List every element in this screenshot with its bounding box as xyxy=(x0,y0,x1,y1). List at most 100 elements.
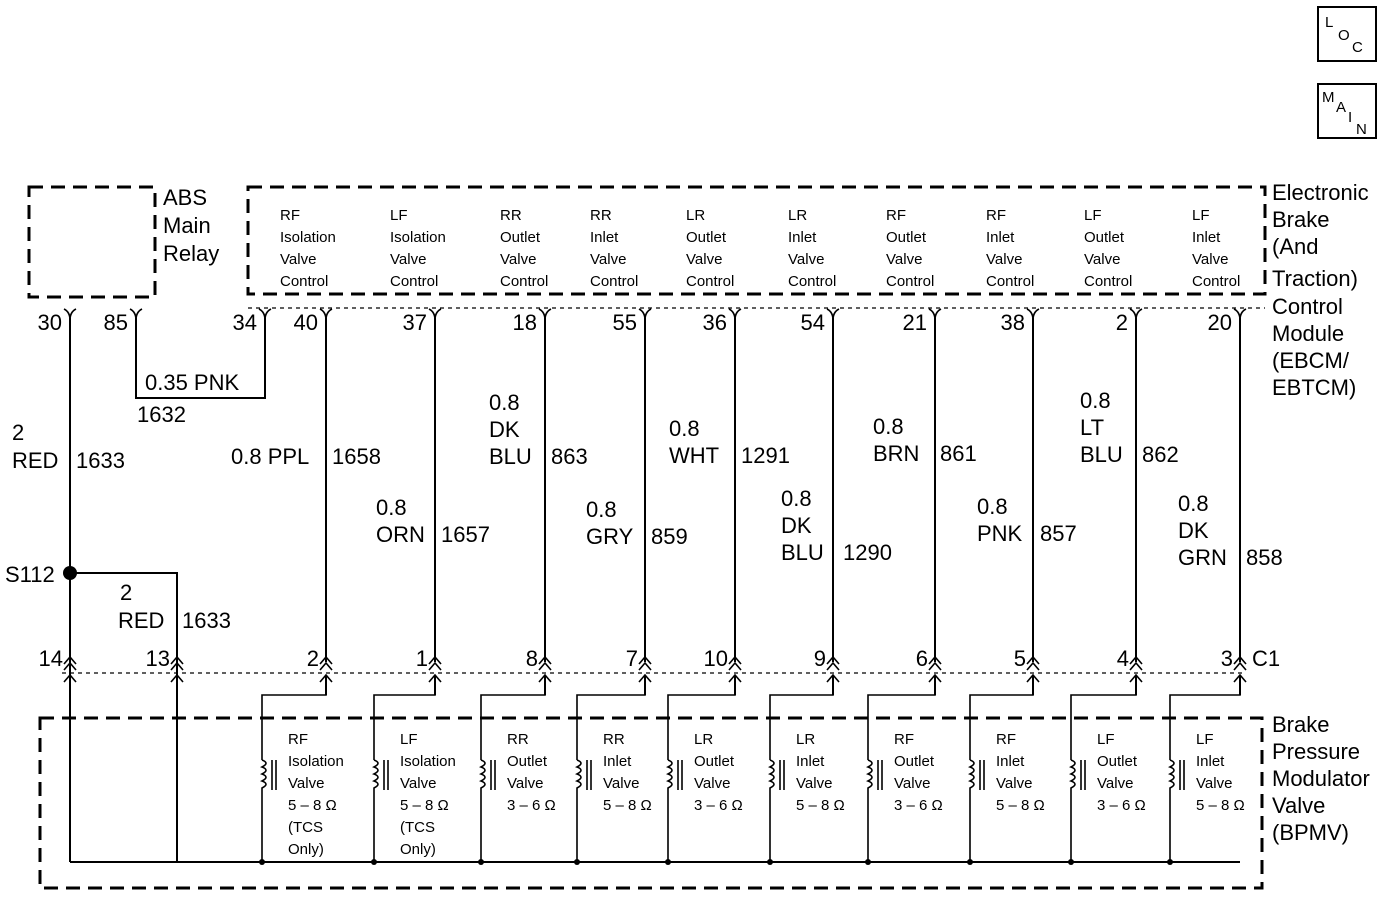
svg-text:Electronic: Electronic xyxy=(1272,180,1369,205)
pin-mark xyxy=(638,655,652,671)
svg-text:1633: 1633 xyxy=(182,608,231,633)
control-labels: RFIsolationValveControlLFIsolationValveC… xyxy=(280,207,1240,290)
svg-text:M: M xyxy=(1322,89,1335,106)
solenoid-label-line: Valve xyxy=(288,775,324,792)
control-label-line: Outlet xyxy=(500,229,541,246)
top-pin-number: 37 xyxy=(403,310,427,335)
svg-text:RED: RED xyxy=(12,448,58,473)
solenoid-label-line: Outlet xyxy=(894,753,935,770)
control-label-line: Valve xyxy=(886,251,922,268)
svg-text:I: I xyxy=(1348,109,1352,126)
top-pin-number: 30 xyxy=(38,310,62,335)
control-label-line: RF xyxy=(280,207,300,224)
solenoid-label-line: Inlet xyxy=(603,753,632,770)
solenoid-label-line: Inlet xyxy=(996,753,1025,770)
svg-text:0.8: 0.8 xyxy=(977,494,1008,519)
svg-text:0.8: 0.8 xyxy=(376,495,407,520)
coil-icon xyxy=(968,759,975,862)
pin-mark xyxy=(63,655,77,671)
solenoid-label-line: RR xyxy=(603,731,625,748)
control-label-line: Control xyxy=(1084,273,1132,290)
control-label-line: Control xyxy=(788,273,836,290)
bottom-pin-number: 5 xyxy=(1014,646,1026,671)
svg-text:Traction): Traction) xyxy=(1272,266,1358,291)
control-label-line: RF xyxy=(986,207,1006,224)
control-label-line: LF xyxy=(390,207,408,224)
control-label-line: Valve xyxy=(280,251,316,268)
svg-text:(BPMV): (BPMV) xyxy=(1272,820,1349,845)
control-label-line: Isolation xyxy=(280,229,336,246)
svg-text:858: 858 xyxy=(1246,545,1283,570)
control-label-line: Valve xyxy=(390,251,426,268)
solenoid-label-line: Isolation xyxy=(288,753,344,770)
pin-mark xyxy=(728,655,742,671)
coil-icon xyxy=(260,759,267,862)
splice-label: S112 xyxy=(5,562,55,587)
pin-mark xyxy=(538,655,552,671)
svg-text:Pressure: Pressure xyxy=(1272,739,1360,764)
bottom-pin-number: 10 xyxy=(704,646,728,671)
loc-icon[interactable]: L O C xyxy=(1317,6,1377,62)
svg-text:DK: DK xyxy=(781,513,812,538)
solenoid-label-line: Valve xyxy=(507,775,543,792)
solenoid-label-line: (TCS xyxy=(288,819,323,836)
solenoid-label-line: 3 – 6 Ω xyxy=(694,797,743,814)
coil-icon xyxy=(768,759,775,862)
pin-mark xyxy=(319,655,333,671)
main-icon[interactable]: M A I N xyxy=(1317,83,1377,139)
solenoid-label-line: 5 – 8 Ω xyxy=(996,797,1045,814)
top-pin-number: 18 xyxy=(513,310,537,335)
solenoid-label-line: LF xyxy=(1196,731,1214,748)
control-label-line: Control xyxy=(500,273,548,290)
svg-text:0.8: 0.8 xyxy=(489,390,520,415)
svg-text:RED: RED xyxy=(118,608,164,633)
wires xyxy=(69,318,1241,862)
solenoid-label-line: Outlet xyxy=(694,753,735,770)
svg-text:N: N xyxy=(1356,121,1367,138)
control-label-line: Control xyxy=(686,273,734,290)
coil-icon xyxy=(575,759,582,862)
svg-text:LT: LT xyxy=(1080,415,1104,440)
svg-text:WHT: WHT xyxy=(669,443,719,468)
ground-junction-dot xyxy=(371,859,377,865)
svg-text:1632: 1632 xyxy=(137,402,186,427)
svg-text:O: O xyxy=(1338,27,1350,44)
control-label-line: Inlet xyxy=(788,229,817,246)
svg-text:BLU: BLU xyxy=(1080,442,1123,467)
solenoid-label-line: 5 – 8 Ω xyxy=(400,797,449,814)
svg-text:PNK: PNK xyxy=(977,521,1023,546)
solenoid-label-line: Valve xyxy=(694,775,730,792)
control-label-line: LF xyxy=(1192,207,1210,224)
coil-icon xyxy=(866,759,873,862)
solenoid-label-line: Only) xyxy=(288,841,324,858)
svg-text:BLU: BLU xyxy=(781,540,824,565)
control-label-line: LR xyxy=(788,207,807,224)
bottom-pin-number: 7 xyxy=(626,646,638,671)
svg-text:0.8: 0.8 xyxy=(873,414,904,439)
ground-junction-dot xyxy=(478,859,484,865)
control-label-line: Control xyxy=(1192,273,1240,290)
control-label-line: RR xyxy=(500,207,522,224)
ground-junction-dot xyxy=(767,859,773,865)
control-label-line: Valve xyxy=(590,251,626,268)
svg-text:0.8: 0.8 xyxy=(669,416,700,441)
coil-icon xyxy=(1069,759,1076,862)
svg-text:L: L xyxy=(1325,14,1333,31)
control-label-line: Control xyxy=(590,273,638,290)
solenoid-label-line: Valve xyxy=(603,775,639,792)
svg-text:(And: (And xyxy=(1272,234,1318,259)
coil-icon xyxy=(1168,759,1175,862)
svg-text:1658: 1658 xyxy=(332,444,381,469)
solenoid-label-line: 5 – 8 Ω xyxy=(1196,797,1245,814)
